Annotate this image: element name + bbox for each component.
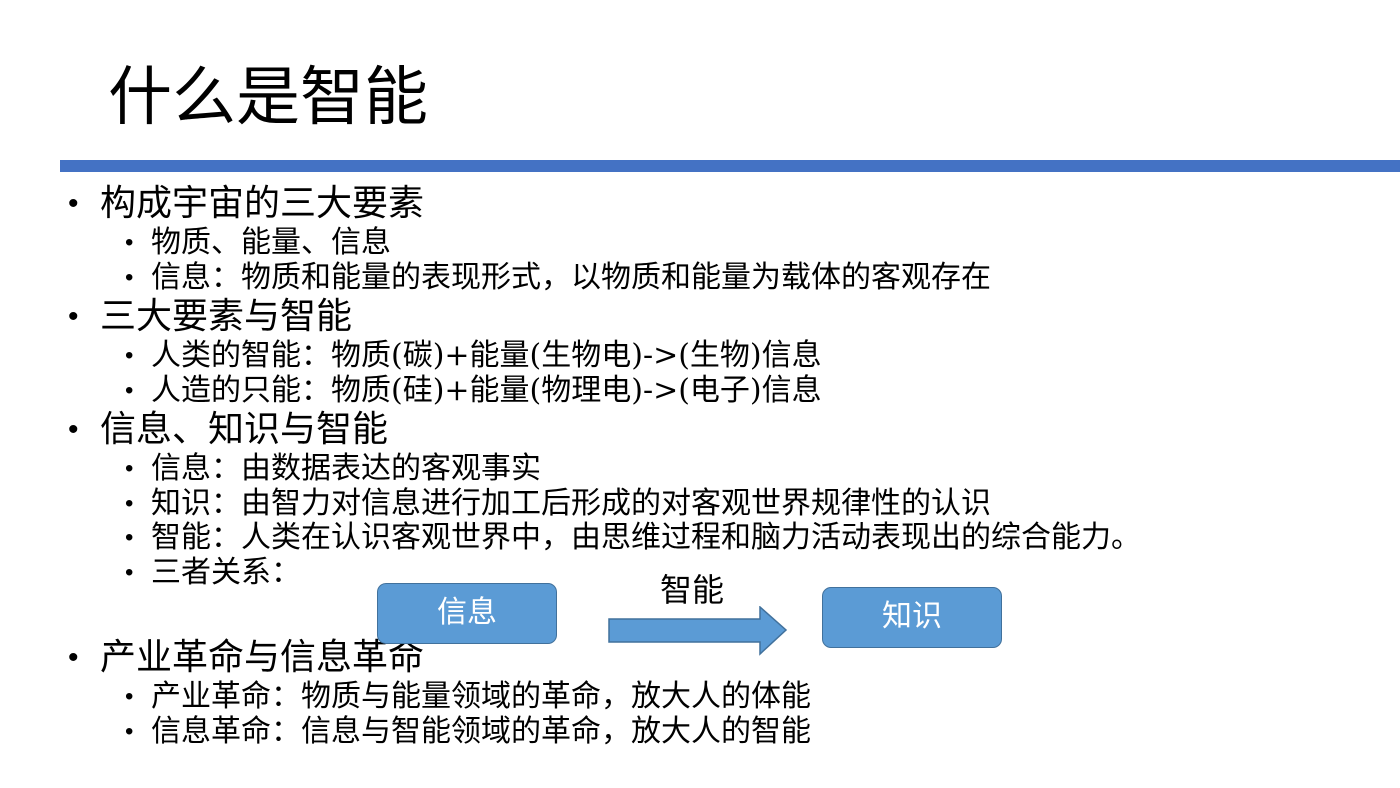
bullet-heading: 信息、知识与智能 <box>68 408 1388 452</box>
title-underline-bar <box>60 160 1400 172</box>
slide-body: 构成宇宙的三大要素 物质、能量、信息 信息：物质和能量的表现形式，以物质和能量为… <box>68 182 1388 749</box>
bullet-item: 产业革命：物质与能量领域的革命，放大人的体能 <box>125 679 1388 715</box>
slide-title: 什么是智能 <box>108 61 428 135</box>
bullet-item: 人造的只能：物质(硅)+能量(物理电)->(电子)信息 <box>125 373 1388 409</box>
bullet-item: 智能：人类在认识客观世界中，由思维过程和脑力活动表现出的综合能力。 <box>125 520 1388 556</box>
information-box: 信息 <box>377 583 557 644</box>
right-arrow-icon <box>608 606 788 656</box>
section-information-knowledge-intelligence: 信息、知识与智能 信息：由数据表达的客观事实 知识：由智力对信息进行加工后形成的… <box>68 408 1388 636</box>
bullet-item: 信息：由数据表达的客观事实 <box>125 451 1388 487</box>
right-arrow-shape <box>608 606 788 656</box>
section-elements-and-intelligence: 三大要素与智能 人类的智能：物质(碳)+能量(生物电)->(生物)信息 人造的只… <box>68 295 1388 408</box>
bullet-item: 三者关系： <box>125 555 1388 591</box>
section-revolutions: 产业革命与信息革命 产业革命：物质与能量领域的革命，放大人的体能 信息革命：信息… <box>68 636 1388 749</box>
section-universe-elements: 构成宇宙的三大要素 物质、能量、信息 信息：物质和能量的表现形式，以物质和能量为… <box>68 182 1388 295</box>
knowledge-box: 知识 <box>822 587 1002 648</box>
bullet-item: 信息革命：信息与智能领域的革命，放大人的智能 <box>125 714 1388 750</box>
arrow-label-intelligence: 智能 <box>660 571 725 609</box>
bullet-heading: 构成宇宙的三大要素 <box>68 182 1388 226</box>
bullet-heading: 产业革命与信息革命 <box>68 636 1388 680</box>
bullet-item: 知识：由智力对信息进行加工后形成的对客观世界规律性的认识 <box>125 486 1388 522</box>
bullet-heading: 三大要素与智能 <box>68 295 1388 339</box>
bullet-item: 信息：物质和能量的表现形式，以物质和能量为载体的客观存在 <box>125 260 1388 296</box>
bullet-item: 人类的智能：物质(碳)+能量(生物电)->(生物)信息 <box>125 338 1388 374</box>
bullet-item: 物质、能量、信息 <box>125 225 1388 261</box>
